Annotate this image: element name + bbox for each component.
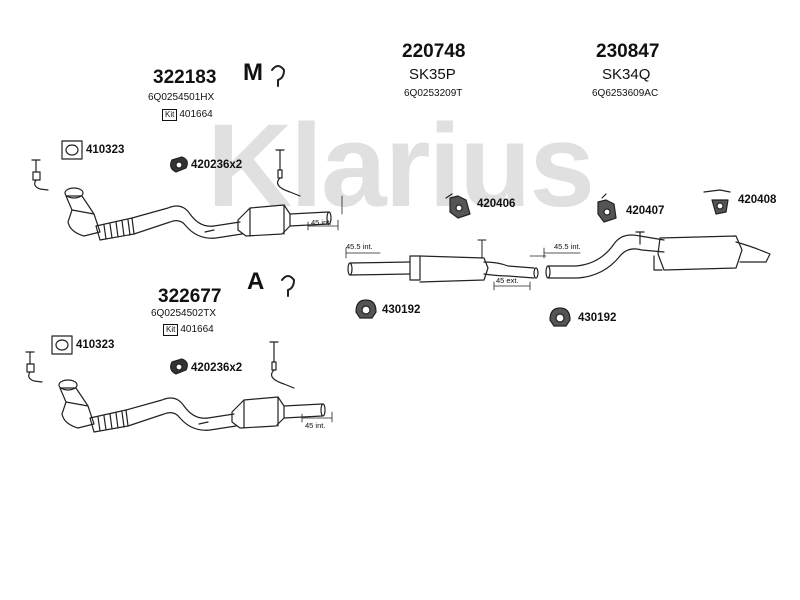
rear-silencer-drawing: [529, 231, 771, 279]
oe-number-rear: 6Q6253609AC: [592, 88, 659, 99]
part-label-clamp-mid: 430192: [382, 304, 421, 316]
part-label-gasket-b: 410323: [76, 339, 115, 351]
mount-420408-icon: [703, 189, 731, 215]
automatic-badge: A: [247, 268, 265, 295]
measure-mid-in: 45.5 int.: [346, 242, 373, 251]
manual-badge: M: [243, 59, 263, 86]
automatic-gearbox-badge-icon: [281, 275, 295, 297]
gasket-a-icon: [61, 140, 83, 160]
part-label-mount-1: 420406: [477, 198, 516, 210]
silencer-code-rear: SK34Q: [602, 66, 651, 83]
part-number-322677: 322677: [158, 286, 222, 307]
clamp-rear-icon: [549, 307, 571, 327]
silencer-code-middle: SK35P: [409, 66, 456, 83]
middle-silencer-drawing: [345, 239, 539, 291]
manual-gearbox-badge-icon: [271, 65, 285, 87]
kit-number-a: 401664: [179, 109, 213, 120]
measure-mid-out: 45 ext.: [496, 276, 519, 285]
part-number-220748: 220748: [402, 41, 466, 62]
kit-number-b: 401664: [180, 324, 214, 335]
kit-tag-a: Kit: [162, 109, 178, 121]
gasket-b-icon: [51, 335, 73, 355]
part-label-clamp-a: 420236x2: [191, 159, 243, 171]
part-label-gasket-a: 410323: [86, 144, 125, 156]
part-number-230847: 230847: [596, 41, 660, 62]
kit-tag-b: Kit: [163, 324, 179, 336]
mount-420407-icon: [597, 193, 617, 223]
watermark-text: Klarius: [207, 100, 593, 232]
part-label-mount-2: 420407: [626, 205, 665, 217]
measure-rear-in: 45.5 int.: [554, 242, 581, 251]
part-label-clamp-rear: 430192: [578, 312, 617, 324]
oe-number-a: 6Q0254501HX: [148, 92, 215, 103]
oe-number-middle: 6Q0253209T: [404, 88, 463, 99]
part-number-322183: 322183: [153, 67, 217, 88]
front-pipe-a-drawing: [31, 149, 343, 241]
measure-front-a-out: 45 int.: [311, 218, 332, 227]
clamp-b-icon: [170, 358, 188, 375]
measure-front-b-out: 45 int.: [305, 421, 326, 430]
part-label-clamp-b: 420236x2: [191, 362, 243, 374]
part-label-mount-3: 420408: [738, 194, 777, 206]
clamp-mid-icon: [355, 299, 377, 319]
front-pipe-b-drawing: [25, 341, 333, 433]
clamp-a-icon: [170, 156, 188, 173]
oe-number-b: 6Q0254502TX: [151, 308, 217, 319]
mount-420406-icon: [445, 193, 471, 219]
